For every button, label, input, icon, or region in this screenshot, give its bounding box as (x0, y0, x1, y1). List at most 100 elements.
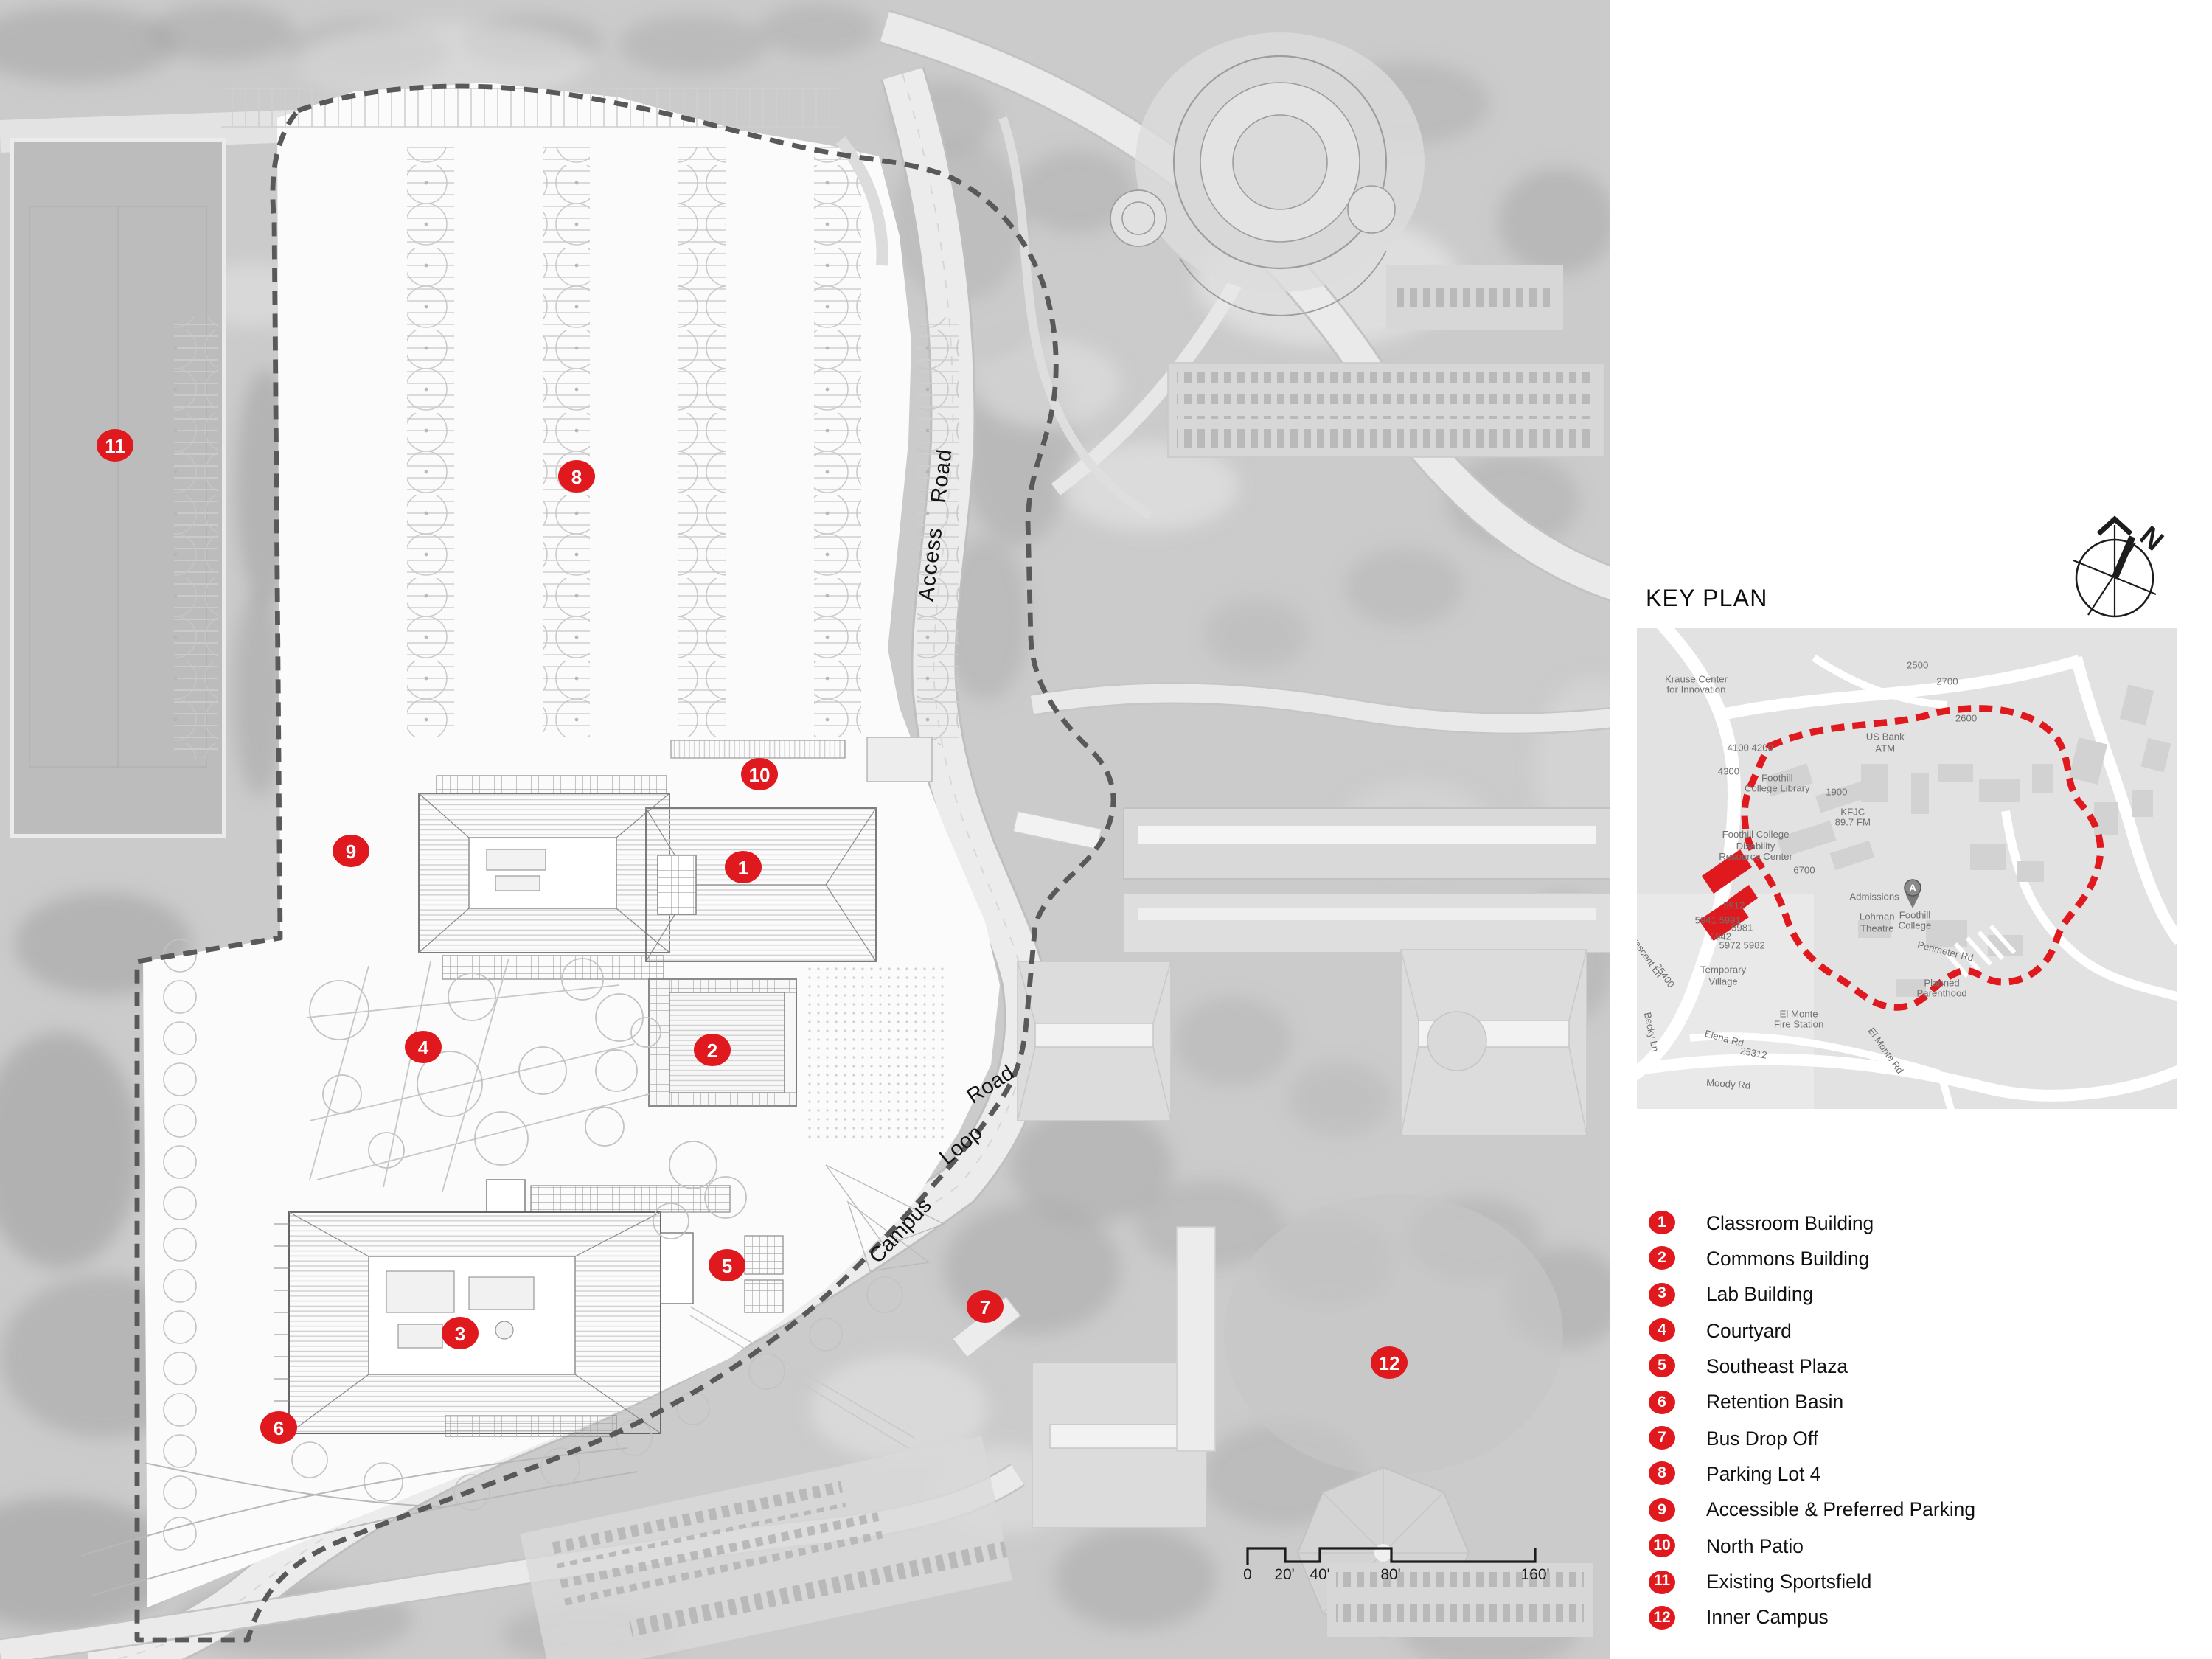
legend-marker-10: 10 (1649, 1534, 1675, 1558)
keyplan-label: 5981 (1731, 924, 1753, 935)
scale-label-0: 0 (1243, 1566, 1252, 1584)
existing-parking-lots (520, 265, 1605, 1659)
map-marker-4[interactable]: 4 (405, 1031, 442, 1063)
map-marker-9[interactable]: 9 (333, 835, 369, 867)
round-building (1110, 32, 1425, 316)
keyplan-parking-stripes (1941, 925, 2017, 978)
svg-text:N: N (2134, 521, 2168, 557)
project-boundary (134, 83, 1116, 1643)
keyplan-label: 1900 (1826, 788, 1848, 799)
legend-label: North Patio (1706, 1534, 1804, 1557)
legend-marker-1: 1 (1649, 1211, 1675, 1234)
legend-label: Parking Lot 4 (1706, 1462, 1821, 1485)
legend-marker-12: 12 (1649, 1605, 1675, 1630)
keyplan-title: KEY PLAN (1646, 587, 1768, 612)
keyplan-inset-map: A Krause Center for Innovation 2500 2700 26… (1637, 628, 2177, 1109)
legend-label: Commons Building (1706, 1247, 1870, 1270)
keyplan-label: El Monte Fire Station (1773, 1009, 1824, 1031)
legend-item-8: 8 Parking Lot 4 (1649, 1461, 1820, 1486)
scale-label-80: 80' (1380, 1566, 1401, 1584)
keyplan-label: 6700 (1793, 865, 1815, 876)
map-marker-7[interactable]: 7 (967, 1290, 1004, 1323)
scale-label-20: 20' (1274, 1566, 1295, 1584)
map-marker-6[interactable]: 6 (260, 1411, 297, 1444)
legend-marker-2: 2 (1649, 1246, 1675, 1270)
keyplan-label: 4100 4200 (1727, 742, 1773, 754)
parking-lot-4 (174, 88, 959, 759)
legend-label: Southeast Plaza (1706, 1354, 1848, 1377)
legend-item-11: 11 Existing Sportsfield (1649, 1569, 1871, 1594)
legend-marker-9: 9 (1649, 1498, 1675, 1522)
legend-marker-4: 4 (1649, 1318, 1675, 1343)
keyplan-label: Foothill College Disability Resource Cen… (1719, 830, 1792, 863)
legend-label: Existing Sportsfield (1706, 1571, 1872, 1593)
keyplan-label: 5912 (1723, 901, 1745, 912)
keyplan-roads (1637, 628, 2177, 1109)
map-marker-1[interactable]: 1 (725, 851, 762, 883)
keyplan-label: 5941 5991 (1694, 916, 1741, 927)
keyplan-label: Foothill College (1898, 910, 1932, 932)
north-patio (670, 737, 933, 782)
keyplan-label: 5972 5982 (1719, 941, 1765, 952)
scale-bar (1246, 1547, 1537, 1565)
keyplan-label: 2600 (1955, 714, 1978, 725)
keyplan-label: Planned Parenthood (1916, 978, 1967, 999)
svg-text:A: A (1909, 882, 1916, 894)
legend-item-7: 7 Bus Drop Off (1649, 1425, 1818, 1450)
legend-marker-6: 6 (1649, 1390, 1675, 1414)
keyplan-label: 4300 (1717, 767, 1740, 778)
keyplan-label: KFJC 89.7 FM (1834, 807, 1871, 829)
retention-basin (80, 939, 903, 1596)
inner-campus-lawn (1224, 1194, 1563, 1475)
map-marker-5[interactable]: 5 (709, 1249, 745, 1281)
legend-item-12: 12 Inner Campus (1649, 1605, 1829, 1630)
existing-campus-buildings (1017, 807, 1610, 1639)
legend-label: Accessible & Preferred Parking (1706, 1498, 1976, 1521)
legend-item-3: 3 Lab Building (1649, 1281, 1813, 1307)
legend-marker-11: 11 (1649, 1570, 1675, 1593)
map-marker-12[interactable]: 12 (1371, 1346, 1408, 1379)
map-marker-3[interactable]: 3 (442, 1317, 479, 1349)
perimeter-road (880, 10, 1610, 735)
keyplan-label: US Bank ATM (1865, 732, 1905, 754)
legend-marker-5: 5 (1649, 1354, 1675, 1378)
legend-label: Bus Drop Off (1706, 1427, 1818, 1450)
southeast-plaza (689, 1164, 945, 1449)
pedestrian-bridge (1012, 810, 1102, 850)
legend-label: Inner Campus (1706, 1606, 1829, 1629)
legend-item-1: 1 Classroom Building (1649, 1210, 1874, 1235)
scale-label-40: 40' (1310, 1566, 1330, 1584)
legend-label: Courtyard (1706, 1319, 1792, 1342)
map-marker-10[interactable]: 10 (741, 758, 778, 790)
map-marker-8[interactable]: 8 (558, 460, 595, 493)
keyplan-label: 2500 (1906, 661, 1929, 672)
legend-item-4: 4 Courtyard (1649, 1318, 1792, 1343)
legend-item-5: 5 Southeast Plaza (1649, 1354, 1848, 1379)
legend-item-9: 9 Accessible & Preferred Parking (1649, 1498, 1975, 1523)
keyplan-label: Foothill College Library (1744, 773, 1810, 795)
keyplan-site-boundary (1741, 705, 2104, 1011)
legend-marker-8: 8 (1649, 1461, 1675, 1486)
keyplan-buildings (1764, 684, 2171, 997)
north-arrow-icon: N (2073, 515, 2168, 618)
keyplan-label: 2700 (1936, 678, 1958, 689)
legend-marker-3: 3 (1649, 1282, 1675, 1307)
legend-label: Retention Basin (1706, 1391, 1844, 1413)
keyplan-label: Krause Center for Innovation (1664, 675, 1728, 697)
keyplan-pin-a: A (1904, 879, 1921, 908)
keyplan-label: 5942 (1709, 933, 1732, 944)
legend-label: Classroom Building (1706, 1211, 1874, 1234)
site-plan-graphic (0, 0, 1610, 1659)
legend-item-10: 10 North Patio (1649, 1533, 1804, 1558)
legend-item-2: 2 Commons Building (1649, 1246, 1869, 1271)
legend-label: Lab Building (1706, 1283, 1814, 1306)
scale-label-160: 160' (1520, 1566, 1550, 1584)
legend-marker-7: 7 (1649, 1426, 1675, 1450)
keyplan-label: Admissions (1849, 891, 1899, 902)
map-marker-11[interactable]: 11 (97, 429, 133, 462)
keyplan-label: Temporary Village (1700, 965, 1747, 987)
map-marker-2[interactable]: 2 (694, 1034, 731, 1066)
classroom-building (418, 775, 877, 980)
